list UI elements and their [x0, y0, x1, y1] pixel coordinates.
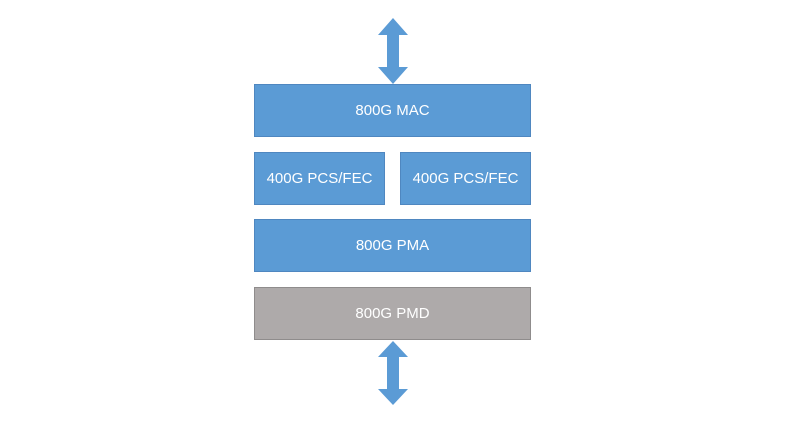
top-bidirectional-arrow-icon	[378, 18, 408, 84]
pcs-fec-block-left: 400G PCS/FEC	[254, 152, 385, 205]
pma-label: 800G PMA	[355, 237, 430, 254]
pma-block: 800G PMA	[254, 219, 531, 272]
mac-label: 800G MAC	[355, 102, 430, 119]
pcs-fec-label-left: 400G PCS/FEC	[266, 170, 373, 187]
pcs-fec-block-right: 400G PCS/FEC	[400, 152, 531, 205]
pcs-fec-label-right: 400G PCS/FEC	[412, 170, 519, 187]
pmd-block: 800G PMD	[254, 287, 531, 340]
bottom-bidirectional-arrow-icon	[378, 341, 408, 405]
pmd-label: 800G PMD	[355, 305, 430, 322]
mac-block: 800G MAC	[254, 84, 531, 137]
